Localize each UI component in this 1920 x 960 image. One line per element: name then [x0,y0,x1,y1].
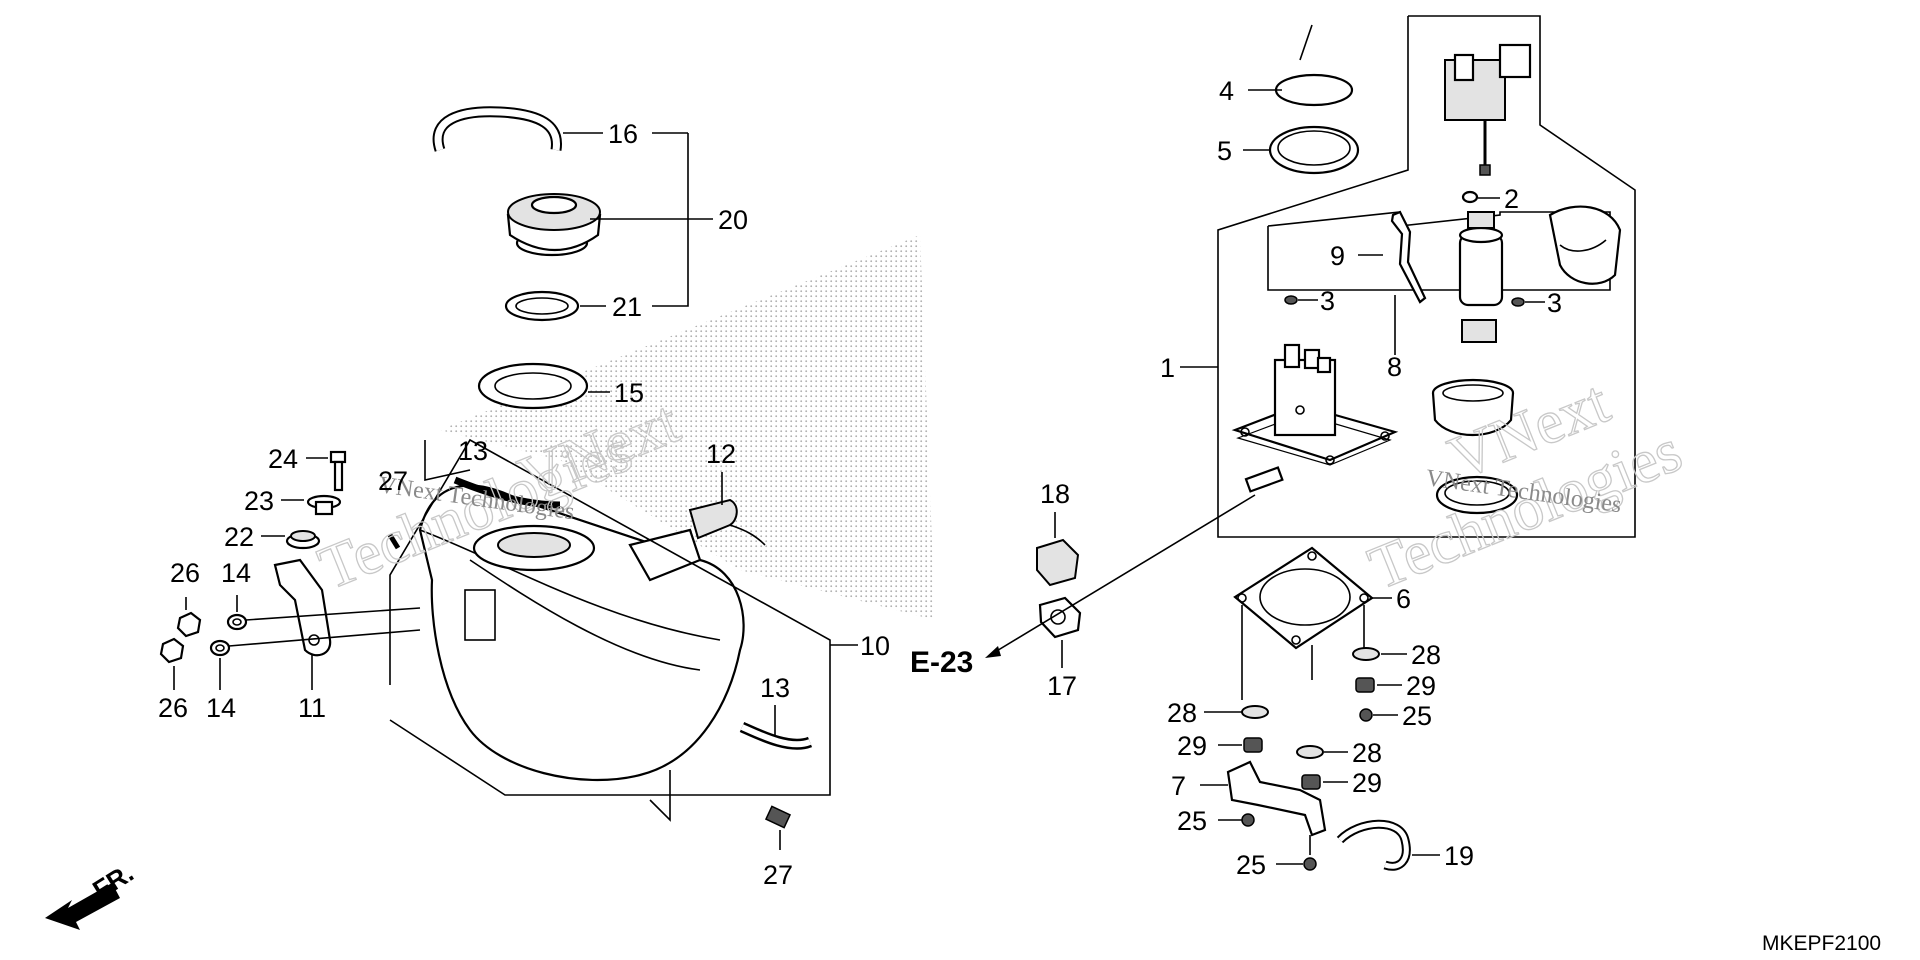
callout-5: 5 [1217,136,1232,166]
callout-7: 7 [1171,771,1186,801]
part-6-gasket [1233,546,1374,650]
callout-26-lower: 26 [158,693,188,723]
callout-25-left: 25 [1177,806,1207,836]
callout-4: 4 [1219,76,1234,106]
callout-26-upper: 26 [170,558,200,588]
part-29-nut-left [1243,737,1263,753]
callout-28-mid: 28 [1352,738,1382,768]
callout-8: 8 [1387,352,1402,382]
part-23-collar [306,494,342,516]
callout-2: 2 [1504,184,1519,214]
dotted-shadow [440,235,935,620]
callout-29-right: 29 [1406,671,1436,701]
callout-23: 23 [244,486,274,516]
callout-20: 20 [718,205,748,235]
callout-12: 12 [706,439,736,469]
part-9-spring-clip [1390,210,1427,304]
callout-14-upper: 14 [221,558,251,588]
part-1-pump-flange [1231,343,1399,493]
part-filter-ring [1435,475,1519,515]
part-26-nut-upper [176,611,202,638]
callout-28-right: 28 [1411,640,1441,670]
callout-24: 24 [268,444,298,474]
part-13-hose-top [453,476,561,509]
part-strainer-shell [1548,205,1622,285]
part-29-nut-right [1355,677,1375,693]
part-11-bracket [273,558,332,657]
part-27-clip [764,805,792,829]
callout-13: 13 [760,673,790,703]
callout-3-right: 3 [1547,288,1562,318]
callout-25-right: 25 [1402,701,1432,731]
part-28-washer-mid [1296,745,1324,759]
callout-18: 18 [1040,479,1070,509]
callout-21: 21 [612,292,642,322]
callout-1: 1 [1160,353,1175,383]
part-24-bolt [329,450,347,492]
part-22-grommet [285,530,321,550]
part-25-nut-bottom [1303,857,1317,871]
part-4-o-ring [1274,73,1354,107]
part-5-lock-ring [1268,125,1360,175]
part-14-washer-lower [209,639,231,657]
callout-19: 19 [1444,841,1474,871]
front-arrow [45,883,120,930]
callout-16: 16 [608,119,638,149]
part-2-seal [1461,190,1479,204]
callout-29-left: 29 [1177,731,1207,761]
callout-15: 15 [614,378,644,408]
part-27-clip-top [387,533,401,550]
part-7-bracket [1226,760,1327,837]
part-filter-cup [1431,378,1515,437]
callout-11: 11 [298,693,326,723]
callout-27-top: 27 [378,466,408,496]
callout-29-mid: 29 [1352,768,1382,798]
part-25-nut-left [1241,813,1255,827]
callout-27: 27 [763,860,793,890]
part-28-washer-left [1241,705,1269,719]
callout-6: 6 [1396,584,1411,614]
part-pump-connector [1444,43,1532,176]
part-fuel-pump-motor [1458,211,1504,343]
callout-3-left: 3 [1320,286,1335,316]
callout-25-bottom: 25 [1236,850,1266,880]
callout-14-lower: 14 [206,693,236,723]
reference-label: E-23 [910,646,973,679]
part-20-fuel-cap [506,193,602,257]
callout-9: 9 [1330,241,1345,271]
part-14-washer-upper [226,613,248,631]
part-10-fuel-tank [418,484,745,782]
part-18-clip [1036,538,1080,587]
diagram-code: MKEPF2100 [1762,932,1881,955]
callout-28-left: 28 [1167,698,1197,728]
callout-10: 10 [860,631,890,661]
callout-17: 17 [1047,671,1077,701]
part-17-clip [1038,596,1082,639]
callout-13-top: 13 [458,436,488,466]
part-21-gasket [504,290,580,322]
part-12-strap [688,498,766,546]
part-15-ring [477,362,589,410]
part-28-washer-right [1352,647,1380,661]
part-3-washer-left [1284,295,1298,305]
callout-22: 22 [224,522,254,552]
part-3-washer-right [1511,297,1525,307]
part-29-nut-mid [1301,774,1321,790]
pump-assembly-outline [1217,15,1636,538]
part-25-nut-right [1359,708,1373,722]
part-26-nut-lower [159,637,185,664]
